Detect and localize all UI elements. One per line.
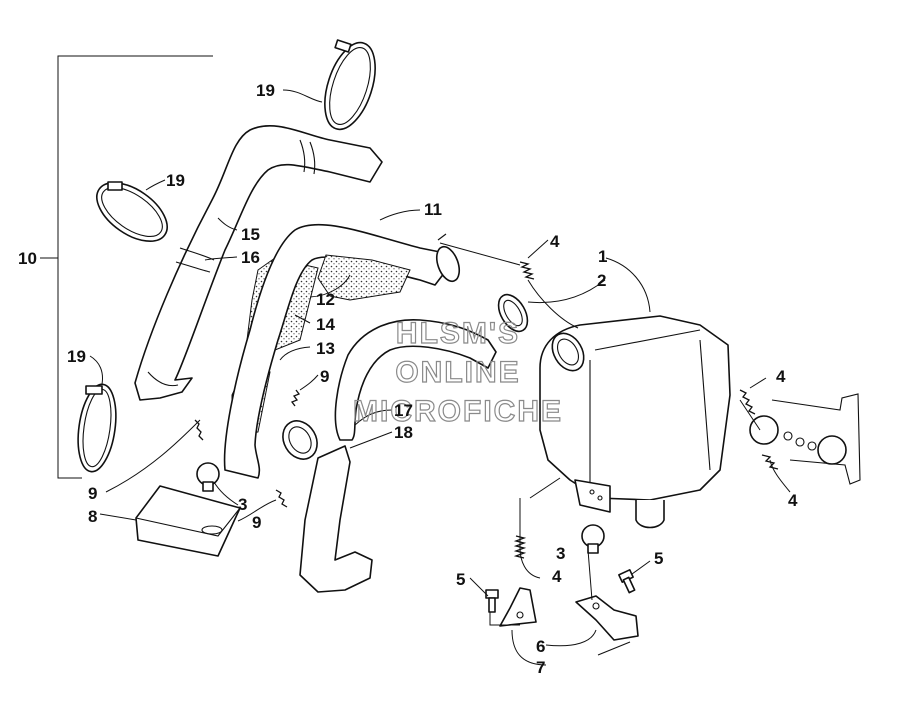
callout-12: 12	[316, 290, 335, 309]
header-pipe-15	[134, 125, 383, 401]
callout-1: 1	[598, 247, 607, 266]
grommet-3-left	[196, 462, 220, 492]
callout-3-right: 3	[556, 544, 565, 563]
callout-4-right-upper: 4	[776, 367, 786, 386]
spring-9-upper	[290, 389, 301, 407]
grommet-3-right	[581, 524, 605, 554]
callout-19-top: 19	[256, 81, 275, 100]
leader-lines	[99, 209, 791, 666]
callout-19-middle: 19	[166, 171, 185, 190]
clamp-19-bottom	[77, 355, 117, 473]
callout-14: 14	[316, 315, 335, 334]
callout-5-right: 5	[654, 549, 663, 568]
callout-19-bottom: 19	[67, 347, 86, 366]
muffler-1	[539, 315, 731, 529]
gasket-2	[497, 293, 529, 333]
callout-15: 15	[241, 225, 260, 244]
callout-9-upper: 9	[320, 367, 329, 386]
bracket-7	[499, 587, 537, 627]
callout-3-left: 3	[238, 495, 247, 514]
bracket-6	[575, 595, 639, 641]
callout-13: 13	[316, 339, 335, 358]
spring-4-right-upper	[739, 389, 756, 415]
clamp-19-middle	[96, 179, 168, 242]
callout-2: 2	[597, 271, 606, 290]
callout-6: 6	[536, 637, 545, 656]
spring-9-lower	[275, 489, 288, 508]
watermark-line-2: ONLINE	[395, 356, 520, 389]
bracket-8	[135, 485, 241, 557]
callout-10: 10	[18, 249, 37, 268]
callout-5-left: 5	[456, 570, 465, 589]
callout-8: 8	[88, 507, 97, 526]
clamp-19-top	[282, 39, 376, 131]
spring-4-top	[519, 261, 535, 280]
callout-9-lower: 9	[252, 513, 261, 532]
heat-shield-18	[299, 445, 373, 593]
spring-9-left	[194, 419, 204, 441]
heat-shield-12	[317, 254, 411, 301]
watermark: HLSM'S ONLINE MICROFICHE	[352, 316, 563, 428]
callout-9-left: 9	[88, 484, 97, 503]
callout-4-right-lower: 4	[788, 491, 798, 510]
callout-17: 17	[394, 401, 413, 420]
callout-labels: 1 2 3 3 4 4 4 4 5 5 6 7 8 9 9 9 10 11 12…	[18, 81, 798, 677]
callout-18: 18	[394, 423, 413, 442]
muffler-bracket-right	[749, 393, 861, 485]
callout-7: 7	[536, 658, 545, 677]
callout-11: 11	[424, 200, 442, 219]
callout-16: 16	[241, 248, 260, 267]
watermark-line-3: MICROFICHE	[353, 395, 563, 428]
assembly-bracket-10	[40, 55, 213, 479]
watermark-line-1: HLSM'S	[396, 317, 520, 350]
callout-4-top: 4	[550, 232, 560, 251]
exhaust-pipe-17	[282, 319, 497, 460]
bolt-5-right	[618, 569, 636, 594]
callout-4-bottom: 4	[552, 567, 562, 586]
bolt-5-left	[485, 589, 499, 613]
